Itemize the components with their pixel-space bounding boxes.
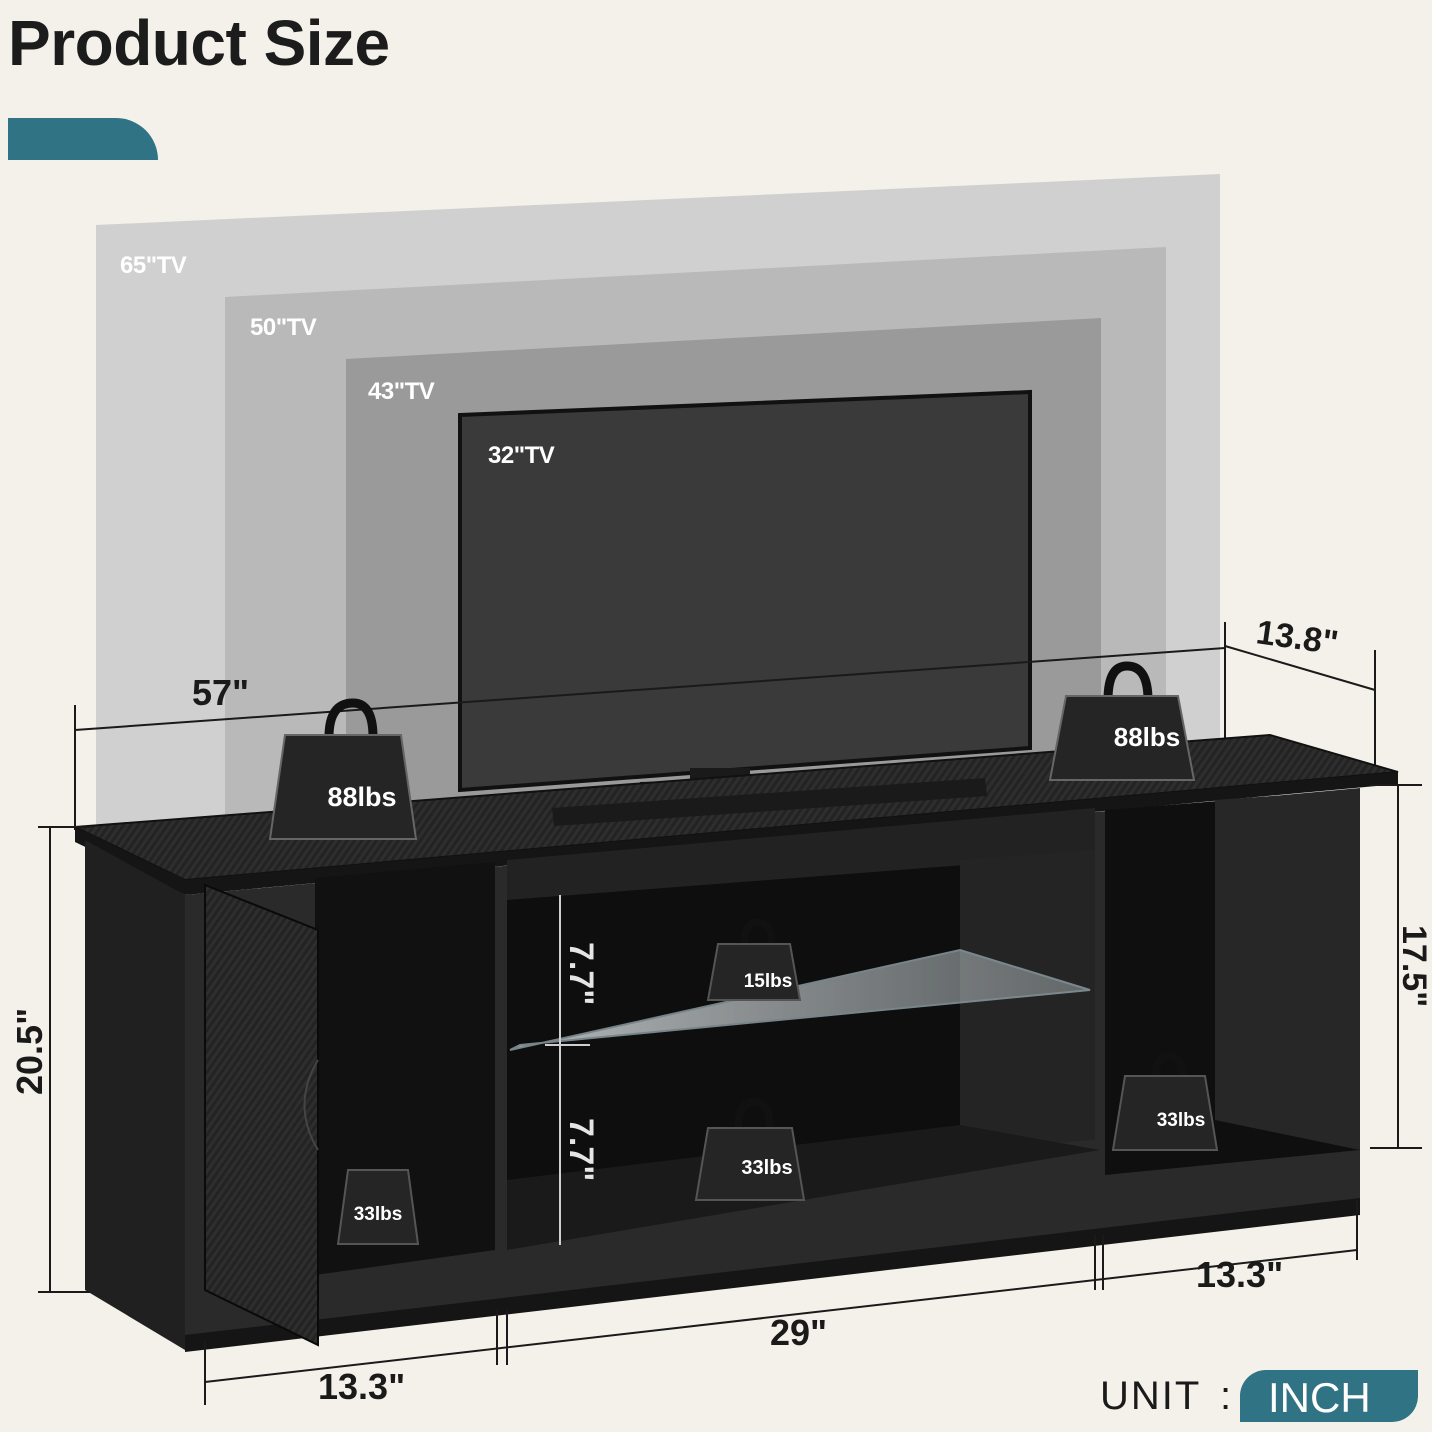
width-dimension-line: [74, 647, 1226, 731]
middle-width-label: 29": [770, 1312, 828, 1353]
weight-label-top-right: 88lbs: [1114, 722, 1181, 752]
tv-43-label: 43"TV: [368, 378, 435, 405]
weight-label-right-bottom: 33lbs: [1157, 1110, 1206, 1131]
unit-value: INCH: [1268, 1374, 1371, 1421]
weight-label-middle-bottom: 33lbs: [741, 1157, 792, 1179]
weight-right-bottom: [1111, 1051, 1219, 1151]
tv-32-label: 32"TV: [488, 442, 555, 469]
unit-separator: :: [1220, 1374, 1232, 1418]
tv-50-label: 50"TV: [250, 314, 317, 341]
depth-label: 13.8": [1254, 613, 1341, 662]
weight-top-right: [1048, 661, 1196, 781]
weight-label-top-left: 88lbs: [327, 782, 396, 812]
right-cabinet-width-label: 13.3": [1196, 1254, 1284, 1295]
weight-glass-shelf: [706, 918, 802, 1001]
unit-badge: [1240, 1370, 1418, 1422]
page-title: Product Size: [8, 7, 390, 79]
bottom-dimension-line: [204, 1249, 1358, 1383]
side-height-label: 17.5": [1395, 925, 1432, 1007]
tv-32-screen: [458, 389, 1032, 793]
soundbar: [552, 778, 987, 826]
shelf-gap-top-label: 7.7": [562, 942, 600, 1005]
width-label: 57": [192, 672, 250, 713]
left-cabinet-width-label: 13.3": [318, 1366, 406, 1407]
middle-side-panel: [960, 850, 1095, 1150]
depth-dimension-line: [1224, 645, 1376, 691]
weight-label-glass-shelf: 15lbs: [744, 971, 793, 992]
shelf-gap-bottom-label: 7.7": [562, 1118, 600, 1181]
weight-middle-bottom: [694, 1097, 806, 1201]
weight-label-left-cabinet: 33lbs: [354, 1204, 403, 1225]
bottom-shelf: [507, 1125, 1100, 1250]
title-accent-bar: [8, 118, 158, 160]
height-label: 20.5": [9, 1008, 50, 1095]
weight-left-cabinet: [336, 1139, 420, 1245]
tv-stand-body: [85, 840, 185, 1350]
cabinet-door: [204, 883, 319, 1347]
weight-top-left: [268, 698, 418, 840]
unit-label: UNIT: [1100, 1374, 1202, 1418]
tv-65-label: 65"TV: [120, 252, 187, 279]
